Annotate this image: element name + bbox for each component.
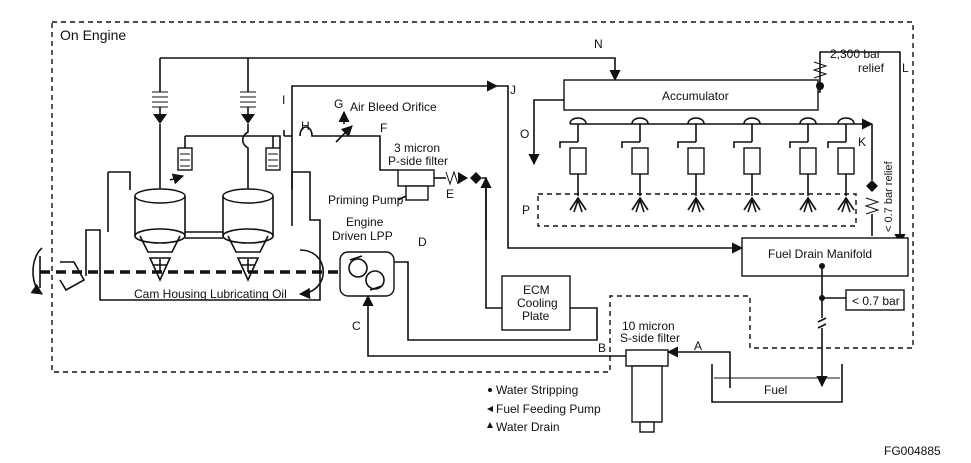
relief-2300-label: 2,300 bar (830, 47, 881, 61)
legend-item-2: Fuel Feeding Pump (496, 402, 601, 416)
point-g: G (334, 97, 343, 111)
injector-3 (677, 117, 705, 213)
ecm-label-2: Cooling (517, 296, 558, 310)
fuel-drain-manifold (741, 237, 909, 277)
injector-4 (733, 117, 761, 213)
figure-code: FG004885 (884, 444, 941, 458)
air-bleed-label: Air Bleed Orifice (350, 100, 437, 114)
priming-pump-label: Priming Pump (328, 193, 404, 207)
fuel-drain-manifold-label: Fuel Drain Manifold (768, 247, 872, 261)
cam-housing-label: Cam Housing Lubricating Oil (134, 287, 287, 301)
s-filter-label-1: 10 micron (622, 319, 675, 333)
injector-1 (559, 117, 587, 213)
point-f: F (380, 121, 387, 135)
ecm-cooling-plate (501, 275, 571, 331)
fuel-tank-label: Fuel (764, 383, 787, 397)
point-n: N (594, 37, 603, 51)
ecm-label-3: Plate (522, 309, 550, 323)
p-side-filter (397, 169, 482, 201)
point-l: L (902, 61, 909, 75)
relief-2300-word: relief (858, 61, 885, 75)
injection-pump-2 (222, 188, 274, 282)
on-engine-label: On Engine (60, 27, 126, 43)
pump-spring-1 (152, 91, 168, 124)
legend-item-1: Water Stripping (496, 383, 578, 397)
accumulator (563, 79, 819, 111)
point-j: J (510, 83, 516, 97)
nozzle-region (537, 193, 857, 227)
injection-pump-1 (134, 188, 186, 282)
legend: Water Stripping Fuel Feeding Pump Water … (487, 383, 601, 434)
point-k: K (858, 135, 866, 149)
solenoid-2 (265, 136, 281, 171)
drain-pressure-label: < 0.7 bar (852, 294, 900, 308)
relief-07-label: < 0.7 bar relief (883, 160, 895, 232)
p-filter-label-1: 3 micron (394, 141, 440, 155)
point-a: A (694, 339, 702, 353)
s-filter-label-2: S-side filter (620, 331, 680, 345)
on-engine-boundary (51, 21, 914, 373)
legend-item-3: Water Drain (496, 420, 560, 434)
pump-spring-2 (240, 91, 256, 124)
injector-6 (827, 117, 855, 213)
p-filter-label-2: P-side filter (388, 154, 448, 168)
point-c: C (352, 319, 361, 333)
injector-5 (789, 117, 817, 213)
point-e: E (446, 187, 454, 201)
ecm-label-1: ECM (523, 283, 550, 297)
solenoid-1 (169, 136, 192, 180)
point-h: H (301, 119, 310, 133)
point-p: P (522, 203, 530, 217)
injector-2 (621, 117, 649, 213)
engine-driven-lpp (339, 251, 395, 297)
cam-housing (85, 171, 321, 301)
point-i: I (282, 93, 285, 107)
point-d: D (418, 235, 427, 249)
engine-driven-label-2: Driven LPP (332, 229, 393, 243)
s-side-filter (625, 349, 669, 433)
accumulator-label: Accumulator (662, 89, 729, 103)
point-b: B (598, 341, 606, 355)
point-o: O (520, 127, 529, 141)
engine-driven-label-1: Engine (346, 215, 384, 229)
